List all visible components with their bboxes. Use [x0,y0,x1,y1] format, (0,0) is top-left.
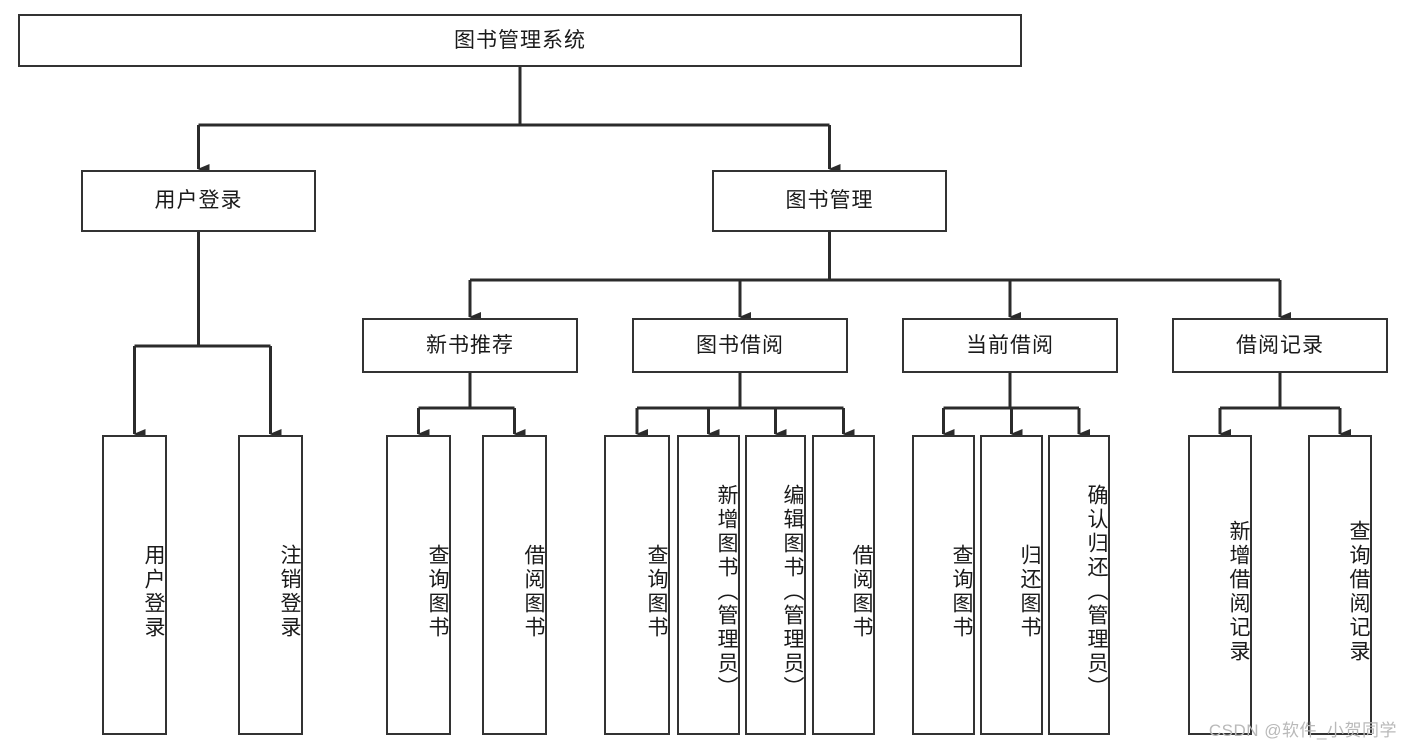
leaf-query-book-recommend[interactable]: 查询图书 [386,435,451,735]
leaf-user-login[interactable]: 用户登录 [102,435,167,735]
leaf-borrow-book-recommend[interactable]: 借阅图书 [482,435,547,735]
node-user-login[interactable]: 用户登录 [81,170,316,232]
node-current-borrow[interactable]: 当前借阅 [902,318,1118,373]
leaf-edit-book-admin[interactable]: 编辑图书（管理员） [745,435,806,735]
leaf-add-borrow-record[interactable]: 新增借阅记录 [1188,435,1252,735]
leaf-confirm-return-admin[interactable]: 确认归还（管理员） [1048,435,1110,735]
node-book-borrow[interactable]: 图书借阅 [632,318,848,373]
node-root[interactable]: 图书管理系统 [18,14,1022,67]
leaf-add-book-admin[interactable]: 新增图书（管理员） [677,435,740,735]
node-book-manage[interactable]: 图书管理 [712,170,947,232]
leaf-query-borrow-record[interactable]: 查询借阅记录 [1308,435,1372,735]
csdn-watermark: CSDN @软件_小贺同学 [1208,721,1397,740]
node-borrow-record[interactable]: 借阅记录 [1172,318,1388,373]
leaf-return-book[interactable]: 归还图书 [980,435,1043,735]
leaf-query-book-borrow[interactable]: 查询图书 [604,435,670,735]
leaf-borrow-book[interactable]: 借阅图书 [812,435,875,735]
leaf-user-logout[interactable]: 注销登录 [238,435,303,735]
node-new-book-recommend[interactable]: 新书推荐 [362,318,578,373]
leaf-query-book-current[interactable]: 查询图书 [912,435,975,735]
